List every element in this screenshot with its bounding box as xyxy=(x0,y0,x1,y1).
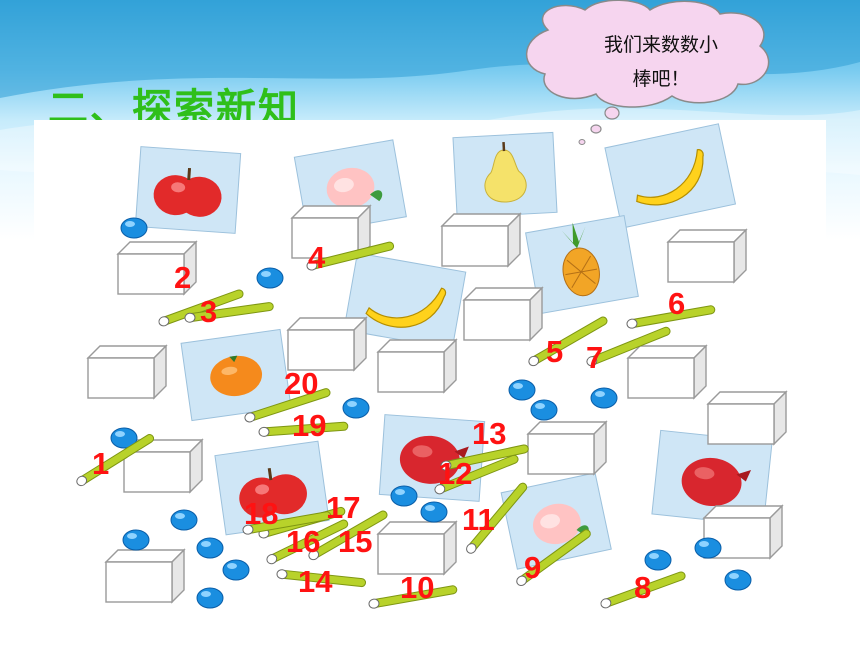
stick-number-4: 4 xyxy=(308,240,326,275)
stick-number-1: 1 xyxy=(92,446,109,481)
fruit-card-apple xyxy=(134,146,242,234)
stick-number-8: 8 xyxy=(634,570,651,605)
stick-number-11: 11 xyxy=(462,502,495,537)
stick-number-19: 19 xyxy=(292,408,326,443)
bead xyxy=(420,501,448,523)
stick-number-10: 10 xyxy=(400,570,434,605)
cube xyxy=(667,229,747,283)
stick-number-14: 14 xyxy=(298,564,333,599)
bead xyxy=(644,549,672,571)
cube xyxy=(377,521,457,575)
bead xyxy=(196,537,224,559)
stick-number-18: 18 xyxy=(244,496,278,531)
stick-number-15: 15 xyxy=(338,524,372,559)
stick-number-5: 5 xyxy=(546,334,563,369)
stick-number-2: 2 xyxy=(174,260,191,295)
stick-number-7: 7 xyxy=(586,340,603,375)
bead xyxy=(508,379,536,401)
stick-number-16: 16 xyxy=(286,524,320,559)
bead xyxy=(724,569,752,591)
bead xyxy=(170,509,198,531)
stick-number-6: 6 xyxy=(668,286,685,321)
cube xyxy=(463,287,543,341)
bead xyxy=(342,397,370,419)
bead xyxy=(590,387,618,409)
cube xyxy=(707,391,787,445)
fruit-card-orange xyxy=(180,328,292,422)
cube xyxy=(377,339,457,393)
stick-number-17: 17 xyxy=(326,490,360,525)
bead xyxy=(196,587,224,609)
cube xyxy=(87,345,167,399)
speech-bubble xyxy=(525,0,770,145)
fruit-card-pear xyxy=(452,131,558,219)
bead xyxy=(222,559,250,581)
bead xyxy=(256,267,284,289)
cube xyxy=(441,213,521,267)
stick-number-13: 13 xyxy=(472,416,506,451)
cube xyxy=(287,317,367,371)
fruit-card-pineapple xyxy=(525,215,639,315)
stick-number-12: 12 xyxy=(438,456,472,491)
fruit-card-peach-2 xyxy=(500,472,612,570)
bead xyxy=(390,485,418,507)
bead xyxy=(122,529,150,551)
cube xyxy=(105,549,185,603)
bead xyxy=(694,537,722,559)
speech-line-1: 我们来数数小 xyxy=(603,34,718,56)
cube xyxy=(527,421,607,475)
bead xyxy=(530,399,558,421)
stick-number-9: 9 xyxy=(524,550,541,585)
speech-bubble-text: 我们来数数小 棒吧！ xyxy=(566,28,756,96)
speech-line-2: 棒吧！ xyxy=(632,68,690,90)
cube xyxy=(627,345,707,399)
fruit-card-banana xyxy=(604,123,737,229)
stick-number-20: 20 xyxy=(284,366,318,401)
bead xyxy=(120,217,148,239)
stick-number-3: 3 xyxy=(200,294,217,329)
